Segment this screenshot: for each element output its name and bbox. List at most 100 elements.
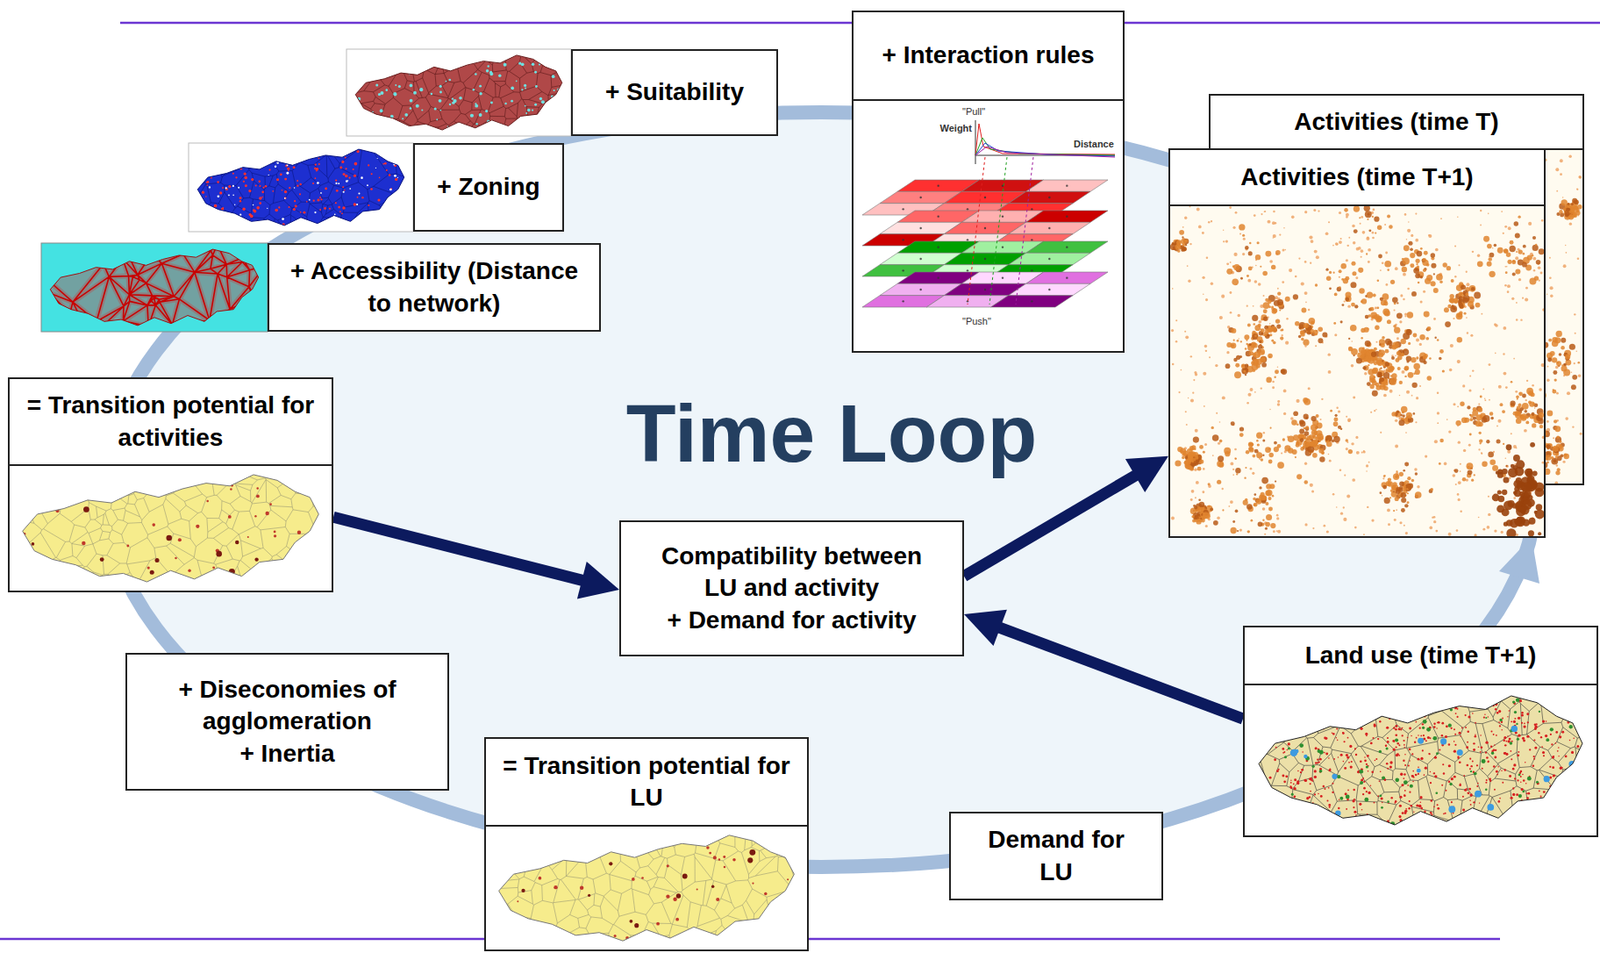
map-dot	[1547, 357, 1552, 362]
map-dot	[286, 167, 290, 171]
flow-arrow	[964, 609, 1243, 719]
map-dot	[1575, 210, 1580, 215]
map-dot	[393, 174, 397, 178]
region-detail	[188, 142, 414, 232]
map-dot	[534, 71, 537, 74]
map-dot	[268, 169, 271, 172]
map-dot	[308, 199, 311, 201]
map-dot	[328, 207, 331, 210]
map-dot	[421, 108, 423, 111]
weight-curve	[975, 137, 1115, 156]
map-dot	[334, 213, 336, 215]
map-dot	[524, 87, 527, 90]
map-dot	[274, 208, 278, 212]
map-dot	[1562, 196, 1564, 198]
map-dot	[344, 174, 348, 178]
map-dot	[1048, 196, 1050, 199]
drop-line	[1015, 157, 1034, 305]
map-dot	[243, 176, 247, 179]
map-dot	[335, 189, 339, 193]
map-dot	[1577, 257, 1580, 260]
map-dot	[216, 180, 219, 183]
map-dot	[258, 180, 261, 183]
drop-line	[989, 157, 1008, 305]
map-dot	[1559, 172, 1563, 176]
map-dot	[1065, 214, 1068, 217]
map-dot	[1552, 436, 1555, 439]
map-dot	[303, 211, 307, 215]
map-dot	[293, 186, 296, 189]
grid-cell	[1008, 191, 1091, 203]
map-dot	[353, 202, 357, 206]
map-dot	[367, 164, 370, 166]
map-dot	[451, 98, 454, 100]
map-dot	[259, 185, 262, 187]
region-shape	[197, 149, 405, 226]
map-dot	[1578, 175, 1582, 179]
map-dot	[274, 164, 277, 167]
map-dot	[527, 108, 531, 113]
map-dot	[553, 89, 556, 92]
map-dot	[348, 176, 350, 179]
arrow-head	[964, 609, 1008, 646]
map-dot	[539, 97, 543, 100]
map-dot	[1556, 464, 1558, 466]
map-dot	[1554, 480, 1558, 484]
map-dot	[252, 204, 255, 207]
map-dot	[281, 189, 284, 192]
map-dot	[361, 196, 364, 199]
map-dot	[535, 85, 538, 88]
flow-arrow	[964, 456, 1169, 577]
map-dot	[1030, 300, 1033, 302]
map-dot	[1565, 251, 1568, 254]
map-dot	[901, 269, 904, 272]
weight-curve	[975, 123, 1115, 156]
map-dot	[448, 78, 451, 82]
map-dot	[1576, 350, 1578, 352]
map-dot	[276, 178, 279, 181]
map-dot	[936, 276, 939, 279]
map-dot	[1564, 211, 1570, 216]
map-dot	[228, 185, 231, 188]
map-dot	[206, 184, 208, 186]
map-dot	[472, 88, 476, 92]
map-dot	[341, 212, 343, 215]
map-dot	[1552, 370, 1558, 375]
map-dot	[225, 186, 228, 189]
map-dot	[485, 69, 489, 72]
map-dot	[1551, 340, 1559, 348]
map-dot	[525, 112, 528, 115]
map-dot	[1065, 245, 1068, 248]
map-dot	[205, 195, 208, 198]
map-dot	[228, 193, 230, 196]
map-dot	[430, 92, 434, 96]
map-dot	[1577, 361, 1580, 365]
map-dot	[409, 84, 414, 88]
map-dot	[285, 171, 289, 175]
map-dot	[375, 167, 377, 169]
map-dot	[347, 179, 349, 181]
map-dot	[278, 206, 280, 208]
map-dot	[394, 178, 398, 181]
map-dot	[258, 201, 262, 205]
map-dot	[250, 214, 254, 219]
map-dot	[342, 191, 345, 193]
map-dot	[551, 74, 556, 79]
grid-cell	[1026, 241, 1108, 253]
region-outline	[355, 55, 563, 130]
map-dot	[1048, 257, 1050, 260]
map-dot	[335, 182, 337, 185]
map-frame	[188, 142, 414, 232]
map-dot	[919, 196, 922, 199]
map-dot	[1550, 350, 1556, 357]
region-detail	[346, 49, 572, 136]
map-dot	[1567, 202, 1570, 205]
map-dot	[1565, 207, 1570, 212]
grid-cell	[1008, 221, 1091, 234]
map-dot	[901, 238, 904, 241]
map-dot	[478, 85, 482, 88]
map-dot	[293, 200, 296, 202]
map-dot	[523, 84, 527, 87]
map-dot	[306, 200, 308, 203]
map-dot	[489, 71, 493, 74]
